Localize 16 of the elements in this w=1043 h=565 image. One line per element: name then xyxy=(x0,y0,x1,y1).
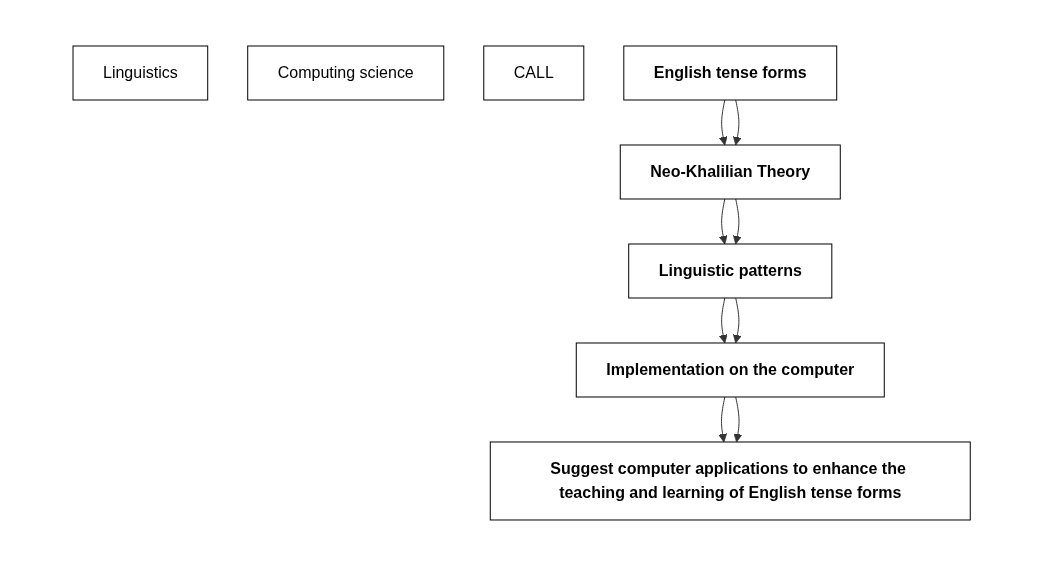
arrow xyxy=(733,396,743,442)
arrow xyxy=(732,198,742,244)
node-box: Linguistics xyxy=(72,45,209,100)
node-box: Suggest computer applications to enhance the teaching and learning of English tense forms xyxy=(489,441,971,520)
arrow xyxy=(732,99,742,145)
arrow xyxy=(732,297,742,343)
node-box: CALL xyxy=(483,45,585,100)
arrow xyxy=(718,99,728,145)
node-box: Computing science xyxy=(247,45,445,100)
node-box: Implementation on the computer xyxy=(575,342,885,397)
arrow xyxy=(718,396,727,442)
arrow xyxy=(718,297,728,343)
node-box: Linguistic patterns xyxy=(628,243,833,298)
arrow xyxy=(718,198,728,244)
node-box: Neo-Khalilian Theory xyxy=(619,144,841,199)
node-box: English tense forms xyxy=(623,45,838,100)
